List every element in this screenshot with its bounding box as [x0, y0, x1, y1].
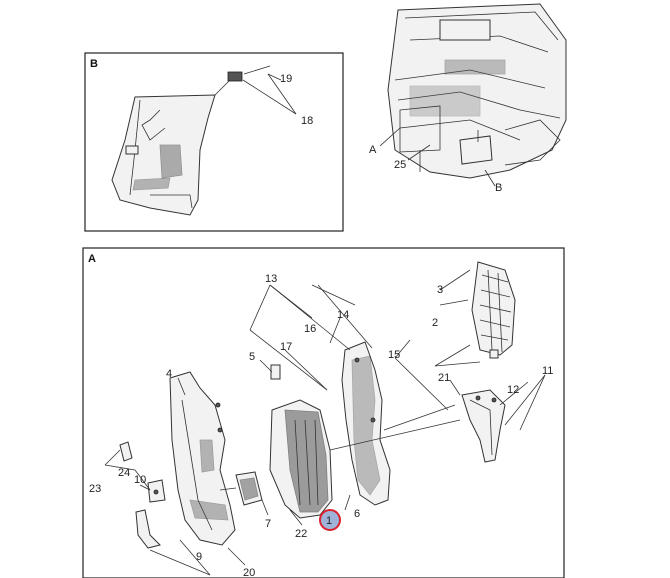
- callout-a-cab: A: [369, 144, 377, 156]
- callout-21: 21: [438, 372, 450, 384]
- callout-2: 2: [432, 317, 438, 329]
- callout-1-highlight: [319, 509, 341, 531]
- callout-7: 7: [265, 518, 271, 530]
- leader-lines: [104, 269, 546, 576]
- callout-19: 19: [280, 73, 292, 85]
- callout-25: 25: [394, 159, 406, 171]
- callout-4: 4: [166, 368, 172, 380]
- callout-9: 9: [196, 551, 202, 563]
- part-9-bracket: [135, 509, 161, 549]
- callout-24: 24: [118, 467, 130, 479]
- detail-b-label: B: [90, 58, 98, 70]
- callout-20: 20: [243, 567, 255, 578]
- callout-22: 22: [295, 528, 307, 540]
- callout-14: 14: [337, 309, 349, 321]
- callout-13: 13: [265, 273, 277, 285]
- callout-1: 1: [326, 515, 332, 527]
- callout-3: 3: [437, 284, 443, 296]
- callout-10: 10: [134, 474, 146, 486]
- callout-17: 17: [280, 341, 292, 353]
- callout-12: 12: [507, 384, 519, 396]
- detail-b-frame: [84, 52, 344, 232]
- callout-18: 18: [301, 115, 313, 127]
- detail-a-frame: [82, 247, 565, 578]
- part-6-mount-bracket: [341, 341, 391, 506]
- part-10-bracket: [147, 479, 166, 503]
- part-24-clip: [119, 441, 133, 462]
- truck-cab-illustration: [379, 3, 567, 187]
- callout-16: 16: [304, 323, 316, 335]
- corner-panel-part: [111, 65, 271, 216]
- callout-6: 6: [354, 508, 360, 520]
- callout-23: 23: [89, 483, 101, 495]
- callout-5: 5: [249, 351, 255, 363]
- callout-11: 11: [542, 365, 553, 377]
- part-5-clip: [270, 364, 281, 380]
- part-4-corner-trim: [169, 371, 236, 546]
- callout-b-cab: B: [495, 182, 502, 194]
- callout-15: 15: [388, 349, 400, 361]
- part-2-grille: [471, 261, 516, 359]
- part-11-bracket: [461, 389, 506, 463]
- detail-a-label: A: [88, 253, 96, 265]
- part-1-headlamp: [269, 399, 333, 519]
